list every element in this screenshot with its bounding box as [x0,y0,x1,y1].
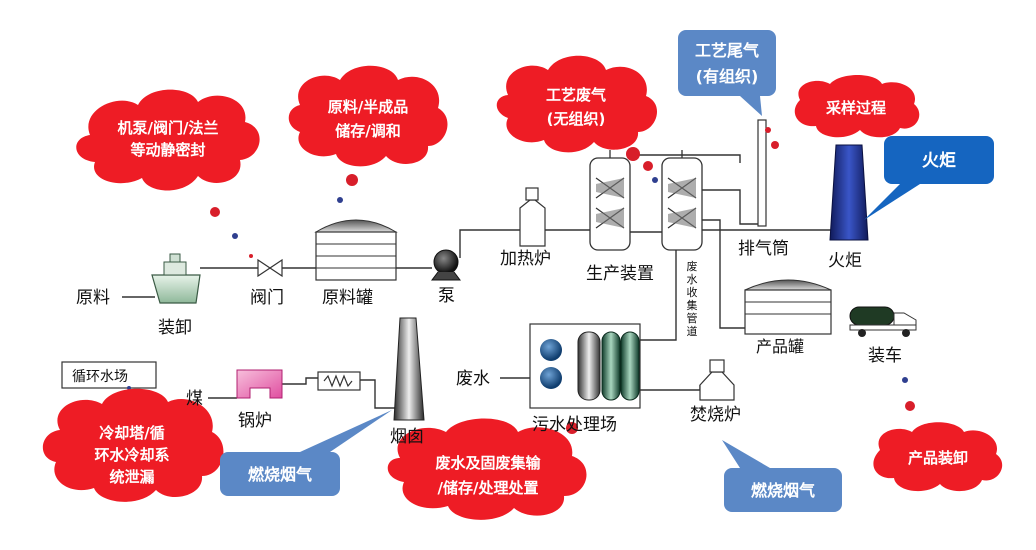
production-column-1 [589,150,631,251]
heat-exchanger-icon [317,371,361,391]
cloud-seals-line2: 等动静密封 [130,141,205,159]
cloud-storage: 原料/半成品 储存/调和 [288,65,448,167]
label-product-tank: 产品罐 [756,337,804,356]
cloud-fugitive-gas-line1: 工艺废气 [546,86,606,104]
label-chimney: 烟囱 [390,427,424,447]
label-circulating-water: 循环水场 [72,369,128,385]
cloud-seals: 机泵/阀门/法兰 等动静密封 [76,89,260,191]
cloud-waste-handling-line2: /储存/处理处置 [438,479,539,497]
boiler-icon [236,369,283,399]
cloud-product-loading-text: 产品装卸 [908,449,968,467]
pump-icon [431,249,461,281]
ship-icon [151,253,201,304]
circulating-water-box [61,361,157,389]
cloud-fugitive-gas: 工艺废气 (无组织) [496,55,658,153]
label-incinerator: 焚烧炉 [690,405,741,425]
cloud-waste-handling: 废水及固废集输 /储存/处理处置 [387,418,587,520]
label-wwtp: 污水处理场 [532,415,617,435]
label-truck-loading: 装车 [868,346,902,366]
label-heating-furnace: 加热炉 [500,249,551,269]
cloud-fugitive-gas-line2: (无组织) [547,110,606,128]
raw-tank-icon [314,219,398,281]
label-pump: 泵 [438,286,455,306]
cloud-sampling: 采样过程 [794,75,920,138]
bubble-process-tail-gas-line2: (有组织) [696,67,759,86]
label-exhaust-stack: 排气筒 [738,239,789,259]
label-valve: 阀门 [250,288,284,308]
label-wastewater: 废水 [456,369,490,389]
equipment-labels: 原料 装卸 阀门 原料罐 泵 加热炉 生产装置 排气筒 火炬 产品罐 装车 循环… [72,239,902,447]
label-coal: 煤 [186,389,203,409]
flare-icon [829,144,869,241]
product-tank-icon [744,279,832,335]
wwtp-icon [529,323,641,409]
label-loading-unloading: 装卸 [158,318,192,338]
heating-furnace-icon [519,187,546,247]
bubble-flare-text: 火炬 [922,150,956,171]
label-flare: 火炬 [828,251,862,271]
label-boiler: 锅炉 [238,411,272,431]
cloud-waste-handling-line1: 废水及固废集输 [435,454,541,472]
label-raw-material: 原料 [76,288,110,308]
cloud-cooling-line3: 统泄漏 [109,468,154,486]
bubble-combustion-gas-1: 燃烧烟气 [220,410,392,496]
cloud-cooling: 冷却塔/循 环水冷却系 统泄漏 [42,388,224,502]
cloud-seals-line1: 机泵/阀门/法兰 [118,119,219,137]
cloud-product-loading: 产品装卸 [873,422,1003,492]
label-production-unit: 生产装置 [586,264,654,284]
cloud-sampling-text: 采样过程 [825,99,886,117]
production-column-2 [661,150,703,251]
valve-icon [257,258,283,278]
chimney-icon [393,317,425,421]
truck-icon [849,306,917,337]
bubble-combustion-gas-2-text: 燃烧烟气 [751,481,815,500]
bubble-process-tail-gas: 工艺尾气 (有组织) [678,30,776,116]
label-raw-tank: 原料罐 [322,288,373,308]
bubble-combustion-gas-1-text: 燃烧烟气 [248,465,312,484]
label-wastewater-pipe: 废水收集管道 [687,259,698,338]
cloud-storage-line2: 储存/调和 [335,122,400,140]
incinerator-icon [699,359,735,401]
bubble-process-tail-gas-line1: 工艺尾气 [695,41,759,60]
cloud-cooling-line2: 环水冷却系 [94,446,169,464]
bubble-combustion-gas-2: 燃烧烟气 [722,440,842,512]
cloud-cooling-line1: 冷却塔/循 [99,424,164,442]
exhaust-stack-icon [757,119,767,227]
bubble-flare: 火炬 [864,136,994,220]
label-wastewater-pipe-text: 废水收集管道 [687,259,698,338]
cloud-storage-line1: 原料/半成品 [328,98,408,116]
